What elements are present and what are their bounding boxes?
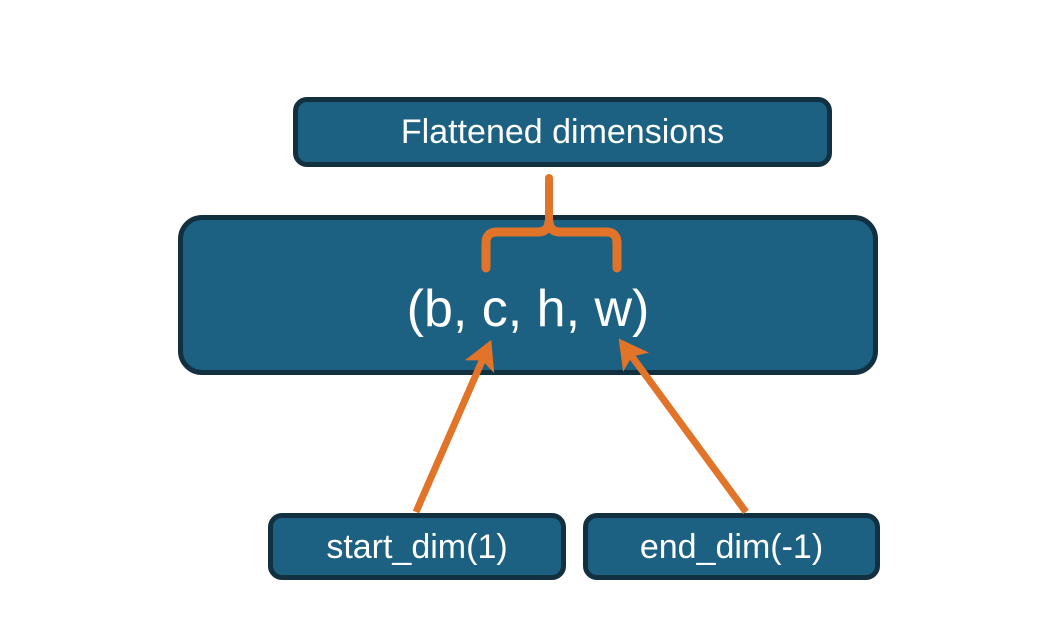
node-tensor-shape-label: (b, c, h, w) [406, 280, 650, 338]
node-end-dim-label: end_dim(-1) [639, 527, 824, 566]
node-flattened-dimensions[interactable]: Flattened dimensions [293, 97, 832, 167]
node-end-dim[interactable]: end_dim(-1) [583, 513, 880, 580]
node-start-dim[interactable]: start_dim(1) [268, 513, 566, 580]
node-start-dim-label: start_dim(1) [326, 527, 508, 566]
node-flattened-dimensions-label: Flattened dimensions [400, 113, 725, 151]
node-tensor-shape[interactable]: (b, c, h, w) [178, 215, 878, 375]
